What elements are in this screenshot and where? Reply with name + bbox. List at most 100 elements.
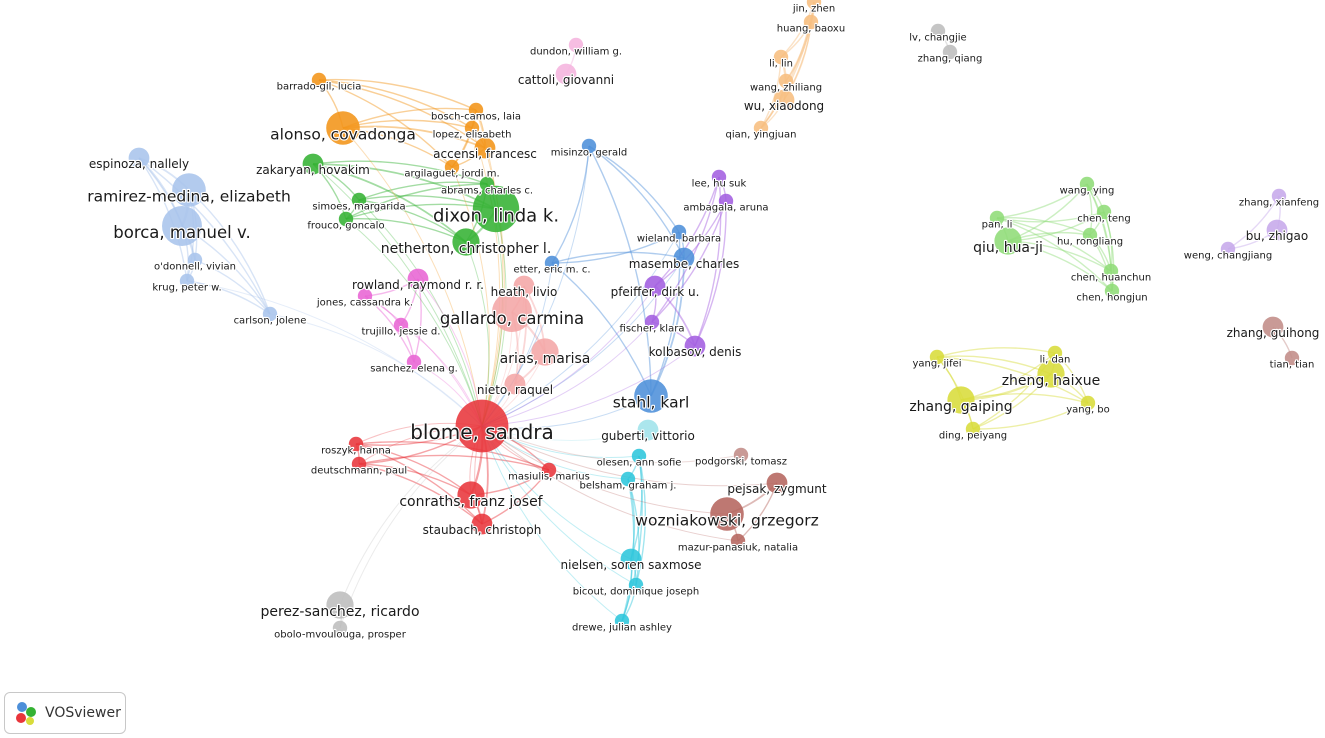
network-link: [996, 217, 1113, 292]
network-link: [481, 425, 623, 622]
vosviewer-badge[interactable]: VOSviewer: [4, 692, 126, 734]
author-node[interactable]: pejsak, zygmunt: [766, 472, 788, 494]
author-node[interactable]: ding, peiyang: [965, 421, 981, 437]
author-node[interactable]: perez-sanchez, ricardo: [326, 591, 354, 619]
author-label: trujillo, jessie d.: [362, 327, 441, 338]
author-node[interactable]: chen, hongjun: [1104, 283, 1120, 299]
author-node[interactable]: podgorski, tomasz: [733, 447, 749, 463]
author-label: nieto, raquel: [477, 383, 553, 397]
author-node[interactable]: fischer, klara: [644, 314, 660, 330]
author-node[interactable]: zhang, gaiping: [947, 386, 975, 414]
network-link: [481, 425, 637, 586]
network-link: [996, 211, 1105, 223]
author-node[interactable]: guberti, vittorio: [637, 419, 659, 441]
author-node[interactable]: chen, huanchun: [1103, 263, 1119, 279]
author-node[interactable]: li, dan: [1047, 345, 1063, 361]
author-node[interactable]: qian, yingjuan: [753, 120, 769, 136]
author-node[interactable]: cattoli, giovanni: [555, 63, 577, 85]
author-node[interactable]: yang, bo: [1080, 395, 1096, 411]
author-label: nielsen, soren saxmose: [561, 558, 702, 572]
network-link: [345, 218, 467, 243]
author-node[interactable]: rowland, raymond r. r.: [407, 268, 429, 290]
author-node[interactable]: alonso, covadonga: [326, 111, 360, 145]
author-label: bicout, dominique joseph: [573, 587, 699, 598]
author-node[interactable]: netherton, christopher l.: [452, 228, 480, 256]
author-node[interactable]: obolo-mvoulouga, prosper: [332, 620, 348, 636]
author-node[interactable]: lv, changjie: [930, 23, 946, 39]
author-label: fischer, klara: [620, 324, 685, 335]
author-node[interactable]: wang, zhiliang: [778, 73, 794, 89]
author-node[interactable]: argilaguet, jordi m.: [444, 159, 460, 175]
author-node[interactable]: accensi, francesc: [474, 137, 496, 159]
author-node[interactable]: arias, marisa: [531, 338, 559, 366]
author-node[interactable]: wieland, barbara: [671, 224, 687, 240]
author-node[interactable]: zakaryan, hovakim: [302, 153, 324, 175]
author-node[interactable]: zhang, qiang: [942, 44, 958, 60]
author-node[interactable]: pan, li: [989, 210, 1005, 226]
author-node[interactable]: blome, sandra: [455, 399, 509, 453]
author-node[interactable]: staubach, christoph: [471, 513, 493, 535]
author-node[interactable]: dundon, william g.: [568, 37, 584, 53]
author-node[interactable]: wang, ying: [1079, 176, 1095, 192]
author-node[interactable]: bu, zhigao: [1266, 219, 1288, 241]
author-node[interactable]: li, lin: [773, 49, 789, 65]
author-node[interactable]: nieto, raquel: [504, 373, 526, 395]
author-node[interactable]: conraths, franz josef: [457, 481, 485, 509]
author-label: li, dan: [1040, 355, 1071, 366]
author-node[interactable]: deutschmann, paul: [351, 456, 367, 472]
author-node[interactable]: ramirez-medina, elizabeth: [172, 173, 206, 207]
network-link: [635, 455, 646, 586]
author-node[interactable]: zhang, guihong: [1262, 316, 1284, 338]
author-node[interactable]: dixon, linda k.: [472, 185, 520, 233]
author-node[interactable]: mazur-panasiuk, natalia: [730, 533, 746, 549]
author-node[interactable]: sanchez, elena g.: [406, 354, 422, 370]
author-node[interactable]: wozniakowski, grzegorz: [710, 497, 744, 531]
author-node[interactable]: chen, teng: [1096, 204, 1112, 220]
author-node[interactable]: barrado-gil, lucia: [311, 72, 327, 88]
author-node[interactable]: pfeiffer, dirk u.: [644, 275, 666, 297]
author-node[interactable]: bosch-camos, laia: [468, 102, 484, 118]
author-node[interactable]: borca, manuel v.: [162, 206, 202, 246]
author-label: guberti, vittorio: [601, 429, 695, 443]
author-node[interactable]: espinoza, nallely: [128, 147, 150, 169]
author-node[interactable]: belsham, graham j.: [620, 471, 636, 487]
author-node[interactable]: roszyk, hanna: [348, 436, 364, 452]
author-node[interactable]: nielsen, soren saxmose: [620, 548, 642, 570]
network-link: [972, 402, 1089, 430]
author-node[interactable]: ambagala, aruna: [718, 193, 734, 209]
author-node[interactable]: krug, peter w.: [179, 273, 195, 289]
author-node[interactable]: lee, hu suk: [711, 169, 727, 185]
author-node[interactable]: jones, cassandra k.: [357, 288, 373, 304]
author-node[interactable]: huang, baoxu: [803, 14, 819, 30]
author-node[interactable]: weng, changjiang: [1220, 241, 1236, 257]
author-node[interactable]: jin, zhen: [806, 0, 822, 10]
author-node[interactable]: qiu, hua-ji: [994, 227, 1022, 255]
author-node[interactable]: tian, tian: [1284, 350, 1300, 366]
author-node[interactable]: zheng, haixue: [1037, 360, 1065, 388]
author-node[interactable]: o'donnell, vivian: [187, 252, 203, 268]
author-node[interactable]: carlson, jolene: [262, 306, 278, 322]
author-node[interactable]: masembe, charles: [673, 247, 695, 269]
author-node[interactable]: yang, jifei: [929, 349, 945, 365]
author-node[interactable]: heath, livio: [513, 275, 535, 297]
author-node[interactable]: gallardo, carmina: [492, 292, 532, 332]
author-node[interactable]: trujillo, jessie d.: [393, 317, 409, 333]
author-node[interactable]: zhang, xianfeng: [1271, 188, 1287, 204]
author-node[interactable]: drewe, julian ashley: [614, 613, 630, 629]
network-link: [358, 181, 488, 201]
author-node[interactable]: bicout, dominique joseph: [628, 577, 644, 593]
author-node[interactable]: frouco, goncalo: [338, 211, 354, 227]
author-node[interactable]: olesen, ann sofie: [631, 448, 647, 464]
author-label: abrams, charles c.: [441, 186, 533, 197]
author-node[interactable]: lopez, elisabeth: [464, 120, 480, 136]
author-node[interactable]: kolbasov, denis: [684, 335, 706, 357]
author-node[interactable]: misinzo, gerald: [581, 138, 597, 154]
author-node[interactable]: simoes, margarida: [351, 192, 367, 208]
author-node[interactable]: etter, eric m. c.: [544, 255, 560, 271]
author-node[interactable]: masiulis, marius: [541, 462, 557, 478]
author-label: qian, yingjuan: [726, 130, 797, 141]
author-node[interactable]: wu, xiaodong: [773, 89, 795, 111]
author-node[interactable]: stahl, karl: [634, 379, 668, 413]
author-node[interactable]: hu, rongliang: [1082, 227, 1098, 243]
